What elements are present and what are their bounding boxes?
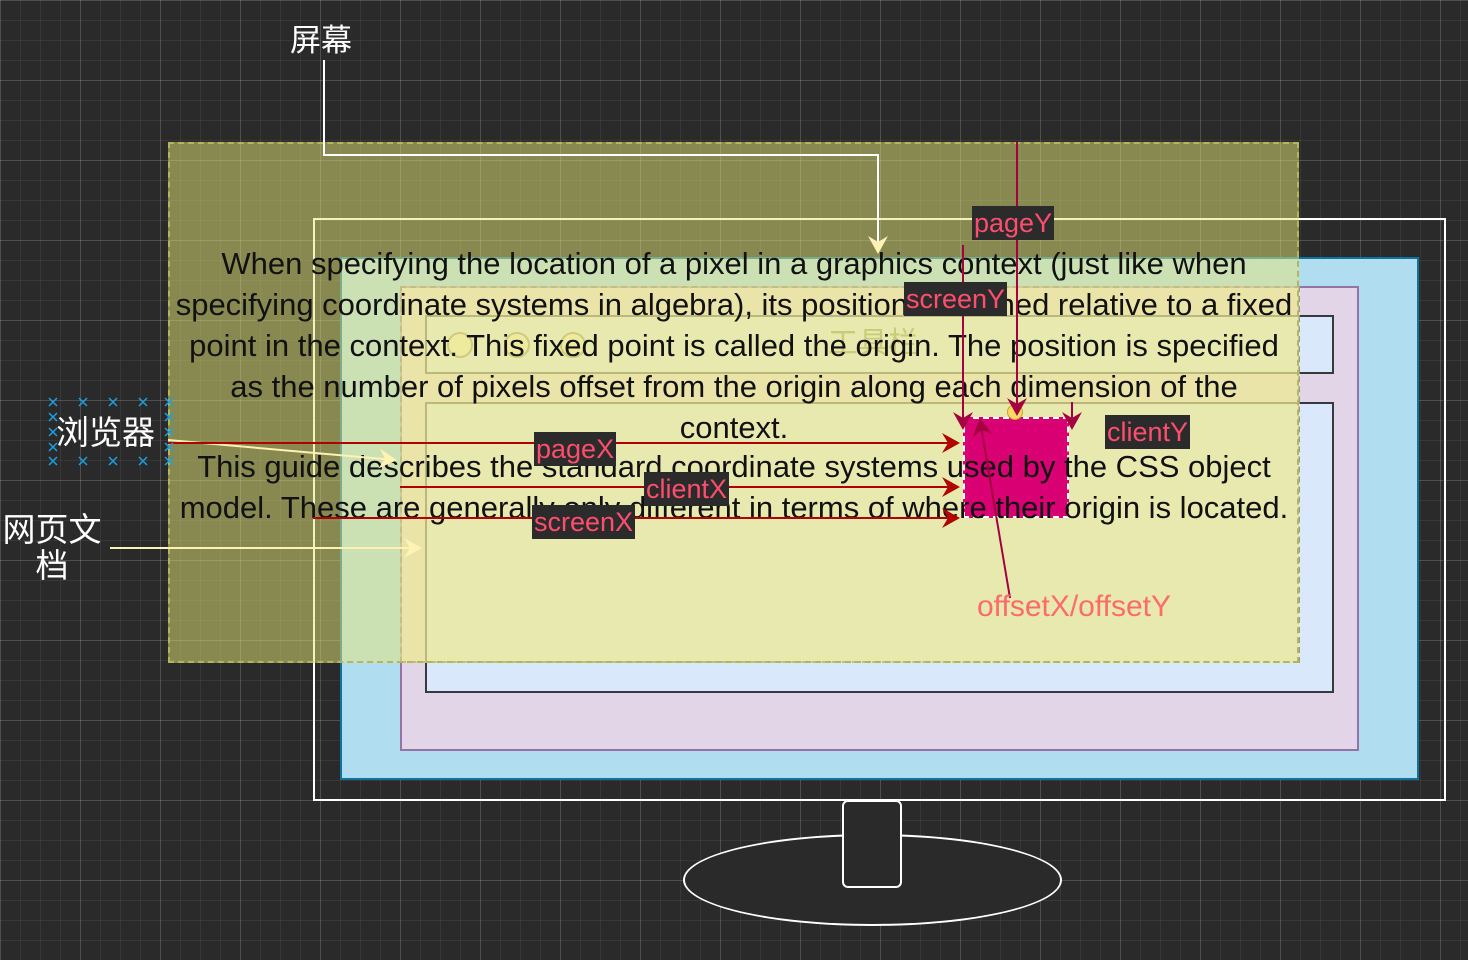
description-note: [168, 142, 1299, 663]
screenY-label: screenY: [904, 282, 1008, 316]
screenX-label: screenX: [532, 505, 636, 539]
pageY-label: pageY: [972, 206, 1055, 240]
browser-label: 浏览器: [56, 414, 155, 451]
screen-connector: [323, 60, 888, 254]
monitor-neck: [842, 800, 902, 888]
description-paragraph-2: This guide describes the standard coordi…: [179, 449, 1289, 525]
clientX-label: clientX: [644, 472, 730, 506]
offset-label: offsetX/offsetY: [977, 590, 1172, 623]
screen-label: 屏幕: [290, 23, 352, 58]
clientY-label: clientY: [1105, 415, 1191, 449]
selection-markers: [48, 397, 174, 466]
description-paragraph-1: When specifying the location of a pixel …: [175, 246, 1293, 445]
offset-arrow: [972, 418, 1011, 599]
webpage-label: 网页文档: [2, 511, 102, 584]
pageX-label: pageX: [534, 432, 617, 466]
